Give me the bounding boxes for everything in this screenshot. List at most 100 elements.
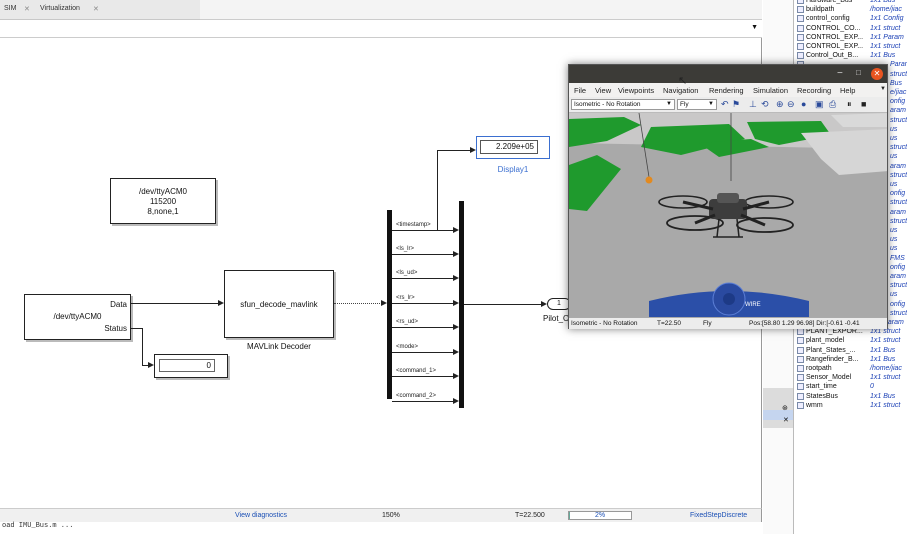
- workspace-row[interactable]: CONTROL_EXP...1x1 Param: [794, 33, 907, 42]
- variable-name: rootpath: [806, 365, 832, 372]
- signal-line: [392, 230, 454, 231]
- variable-name: buildpath: [806, 6, 835, 14]
- variable-value: 1x1 struct: [870, 337, 901, 345]
- chevron-down-icon[interactable]: ▼: [751, 24, 758, 31]
- viewpoint-select[interactable]: Isometric - No Rotation▼: [571, 99, 675, 110]
- zoom-out-icon[interactable]: ⊖: [787, 99, 795, 109]
- bus-line: [334, 303, 382, 304]
- straighten-icon[interactable]: ⊥: [749, 99, 757, 109]
- menu-recording[interactable]: Recording: [797, 86, 832, 95]
- progress-bar: 2%: [568, 511, 632, 520]
- progress-fill: [569, 512, 571, 519]
- menu-bar: File View Viewpoints Navigation Renderin…: [569, 83, 887, 97]
- menu-rendering[interactable]: Rendering: [709, 86, 744, 95]
- close-icon[interactable]: ✕: [783, 417, 789, 424]
- arrow-icon: [453, 373, 459, 379]
- variable-value: us: [890, 153, 898, 161]
- signal-line: [437, 150, 438, 231]
- tab-virtualization[interactable]: Virtualization: [40, 5, 80, 12]
- variable-value: 1x1 struct: [870, 43, 901, 50]
- flag-icon[interactable]: ⚑: [732, 99, 741, 109]
- menu-viewpoints[interactable]: Viewpoints: [618, 86, 655, 95]
- status-display-block[interactable]: 0: [154, 354, 228, 378]
- undo-move-icon[interactable]: ↶: [721, 99, 729, 109]
- solver-link[interactable]: FixedStepDiscrete: [690, 512, 748, 519]
- menu-simulation[interactable]: Simulation: [753, 86, 789, 95]
- title-bar[interactable]: − □ ✕: [569, 65, 887, 83]
- status-display-value: 0: [159, 359, 215, 372]
- variable-value: 1x1 Bus: [870, 0, 896, 4]
- navigation-panel[interactable]: [649, 282, 809, 317]
- signal-line: [437, 150, 470, 151]
- maximize-icon[interactable]: □: [856, 68, 861, 77]
- address-bar[interactable]: ▼: [0, 20, 762, 38]
- menu-navigation[interactable]: Navigation: [663, 86, 699, 95]
- bus-selector[interactable]: [387, 210, 392, 399]
- view-diagnostics-link[interactable]: View diagnostics: [235, 512, 288, 519]
- display1-caption: Display1: [497, 165, 529, 174]
- stop-icon[interactable]: ■: [861, 99, 867, 109]
- variable-name: CONTROL_CO...: [806, 24, 861, 32]
- workspace-row[interactable]: CONTROL_EXP...1x1 struct: [794, 42, 907, 51]
- variable-value: struct: [890, 282, 907, 290]
- close-icon[interactable]: ✕: [93, 6, 99, 13]
- signal-line: [392, 303, 454, 304]
- save-icon[interactable]: ▣: [815, 99, 824, 109]
- close-icon[interactable]: ✕: [24, 6, 30, 13]
- variable-name: Control_Out_B...: [806, 52, 859, 60]
- signal-line: [392, 352, 454, 353]
- workspace-row[interactable]: rootpath/home/jiac: [794, 364, 907, 373]
- navigation-select[interactable]: Fly▼: [677, 99, 717, 110]
- workspace-row[interactable]: Rangefinder_B...1x1 Bus: [794, 355, 907, 364]
- bus-creator[interactable]: [459, 201, 464, 408]
- arrow-icon: [148, 362, 154, 368]
- toolstrip-area: [200, 0, 762, 20]
- rotate-icon[interactable]: ⟲: [761, 99, 769, 109]
- variable-value: struct: [890, 116, 907, 124]
- record-icon[interactable]: ●: [801, 99, 807, 109]
- status-mode: Fly: [703, 320, 712, 327]
- workspace-row[interactable]: Control_Out_B...1x1 Bus: [794, 51, 907, 60]
- variable-value: struct: [890, 144, 907, 152]
- chevron-down-icon[interactable]: ▼: [880, 86, 886, 92]
- mavlink-decoder-block[interactable]: sfun_decode_mavlink: [224, 270, 334, 338]
- circle-icon[interactable]: ⊛: [782, 405, 788, 412]
- pause-icon[interactable]: ⏸: [847, 99, 852, 109]
- serial-receive-block[interactable]: Data /dev/ttyACM0 Status: [24, 294, 131, 340]
- variable-value: e/jiac: [890, 89, 907, 96]
- signal-line: [142, 328, 143, 366]
- config-baud: 115200: [149, 197, 177, 206]
- workspace-row[interactable]: CONTROL_CO... 1x1 struct: [794, 24, 907, 33]
- close-icon[interactable]: ✕: [871, 68, 883, 80]
- workspace-row[interactable]: Plant_States_...1x1 Bus: [794, 346, 907, 355]
- variable-name: StatesBus: [806, 392, 838, 400]
- menu-view[interactable]: View: [595, 86, 612, 95]
- variable-value: us: [890, 245, 898, 253]
- variable-value: 1x1 struct: [870, 24, 901, 32]
- print-icon[interactable]: ⎙: [829, 99, 837, 109]
- side-panel-grey: ⊛ ✕: [763, 388, 793, 428]
- workspace-row[interactable]: buildpath/home/jiac: [794, 5, 907, 14]
- zoom-in-icon[interactable]: ⊕: [776, 99, 784, 109]
- arrow-icon: [453, 300, 459, 306]
- tab-sim[interactable]: SIM: [4, 5, 17, 12]
- vr-viewer-window[interactable]: − □ ✕ File View Viewpoints Navigation Re…: [568, 64, 888, 329]
- menu-file[interactable]: File: [574, 86, 587, 95]
- 3d-scene[interactable]: WIRE: [569, 113, 887, 317]
- command-window[interactable]: oad IMU_Bus.m ...: [0, 522, 762, 534]
- variable-icon: [797, 346, 804, 354]
- variable-name: control_config: [806, 15, 850, 23]
- variable-name: wmm: [806, 401, 823, 409]
- selected-row: [763, 410, 793, 420]
- minimize-icon[interactable]: −: [837, 68, 843, 79]
- serial-config-block[interactable]: /dev/ttyACM0 115200 8,none,1: [110, 178, 216, 224]
- menu-help[interactable]: Help: [840, 86, 856, 95]
- display1-block[interactable]: 2.209e+05: [476, 136, 550, 159]
